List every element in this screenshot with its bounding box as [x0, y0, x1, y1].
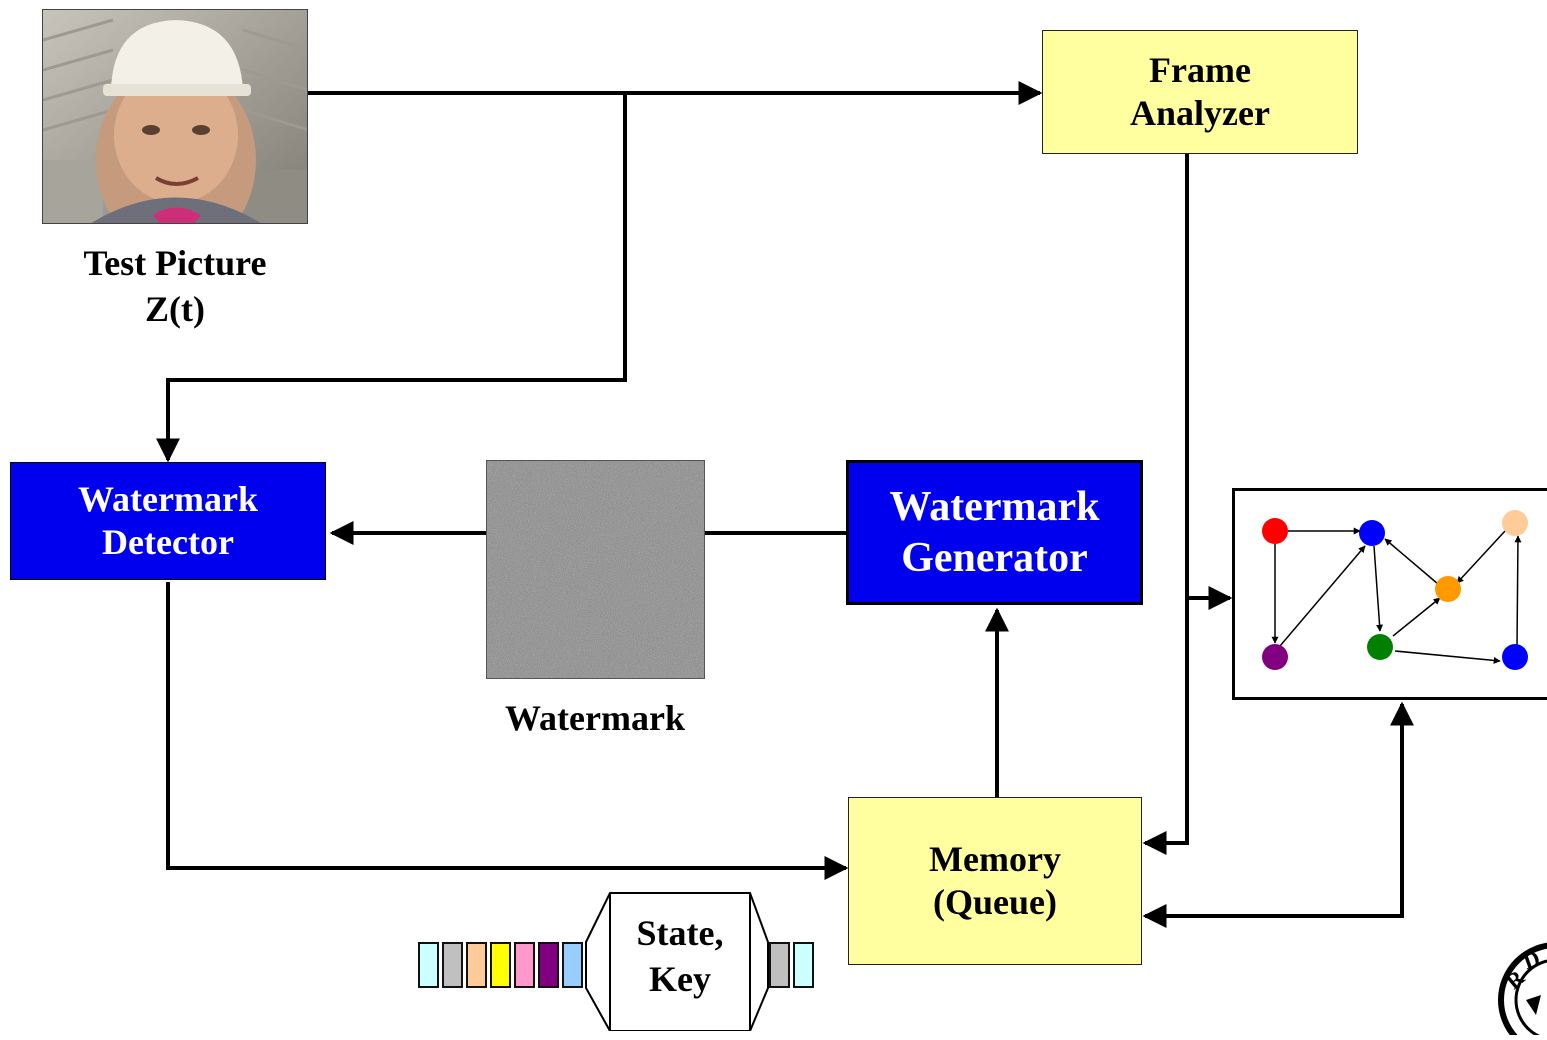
queue-cell: [418, 942, 439, 988]
queue-cell: [490, 942, 511, 988]
queue-cell: [442, 942, 463, 988]
state-node-peach: [1502, 510, 1528, 536]
queue-cell: [514, 942, 535, 988]
state-node-blue-top: [1359, 520, 1385, 546]
watermark-caption: Watermark: [480, 695, 710, 741]
state-node-purple: [1262, 644, 1288, 670]
test-picture: [42, 9, 308, 224]
arrow-memory-graph-bidirectional: [1145, 704, 1402, 916]
test-picture-caption: Test Picture Z(t): [40, 240, 310, 332]
memory-queue-box: Memory (Queue): [848, 797, 1142, 965]
arrow-analyzer-to-memory: [1145, 153, 1187, 843]
queue-cell: [538, 942, 559, 988]
watermark-generator-box: Watermark Generator: [846, 460, 1143, 605]
queue-cell: [793, 942, 814, 988]
state-node-red: [1262, 518, 1288, 544]
watermark-image: [486, 460, 705, 679]
university-seal-icon: R D: [1496, 940, 1547, 1035]
queue-cell: [466, 942, 487, 988]
queue-cell: [769, 942, 790, 988]
state-key-label: State, Key: [612, 910, 748, 1002]
watermark-detector-box: Watermark Detector: [10, 462, 326, 580]
state-node-green: [1367, 634, 1393, 660]
state-node-blue-right: [1502, 644, 1528, 670]
queue-cell: [562, 942, 583, 988]
frame-analyzer-box: Frame Analyzer: [1042, 30, 1358, 154]
state-node-orange: [1435, 576, 1461, 602]
